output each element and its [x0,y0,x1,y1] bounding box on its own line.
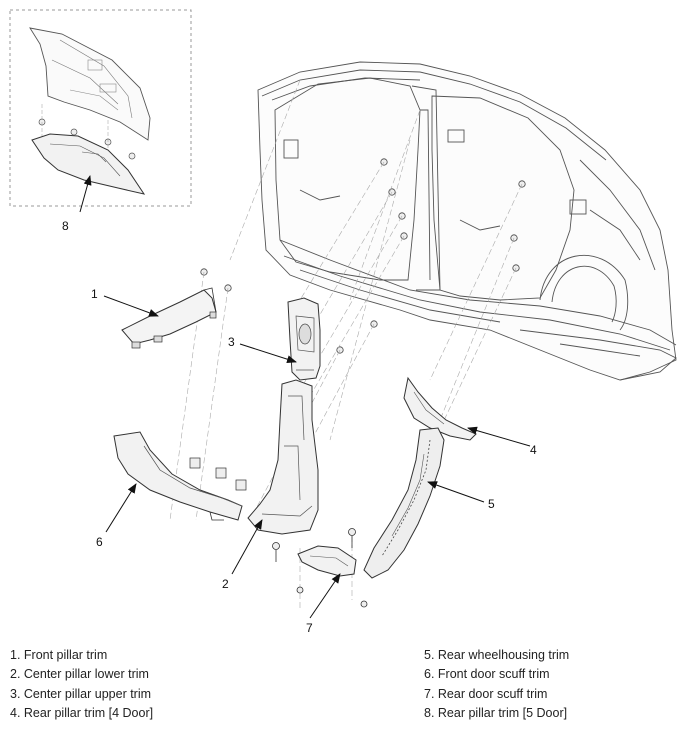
part-rear-door-scuff-trim [297,545,357,577]
legend-item: 2. Center pillar lower trim [10,667,149,682]
callout-6: 6 [96,535,103,549]
legend-item: 1. Front pillar trim [10,648,108,662]
part-rear-pillar-trim [403,376,477,441]
inset-5door [9,9,192,207]
legend-item: 8. Rear pillar trim [5 Door] [424,706,568,721]
part-front-door-scuff-trim [113,431,247,521]
legend-item: 5. Rear wheelhousing trim [424,648,570,662]
callout-4: 4 [530,443,537,457]
callout-arrows [79,175,531,619]
legend-item: 4. Rear pillar trim [4 Door] [10,706,154,721]
part-center-pillar-lower-trim [247,379,319,535]
part-front-pillar-trim [121,287,217,349]
callout-2: 2 [222,577,229,591]
screws [272,528,368,608]
legend-item: 3. Center pillar upper trim [10,686,152,701]
callout-1: 1 [91,287,98,301]
part-rear-wheelhousing-trim [363,427,445,579]
part-center-pillar-upper-trim [287,297,321,381]
body-shell [257,61,677,381]
callout-7: 7 [306,621,313,635]
trim-exploded-diagram: 8 1 3 4 5 6 2 7 [9,9,677,635]
legend-item: 7. Rear door scuff trim [424,686,548,701]
callout-3: 3 [228,335,235,349]
legend-right: 5. Rear wheelhousing trim 6. Front door … [424,646,569,724]
callout-5: 5 [488,497,495,511]
callout-8: 8 [62,219,69,233]
legend-item: 6. Front door scuff trim [424,667,550,682]
legend-left: 1. Front pillar trim 2. Center pillar lo… [10,646,153,724]
